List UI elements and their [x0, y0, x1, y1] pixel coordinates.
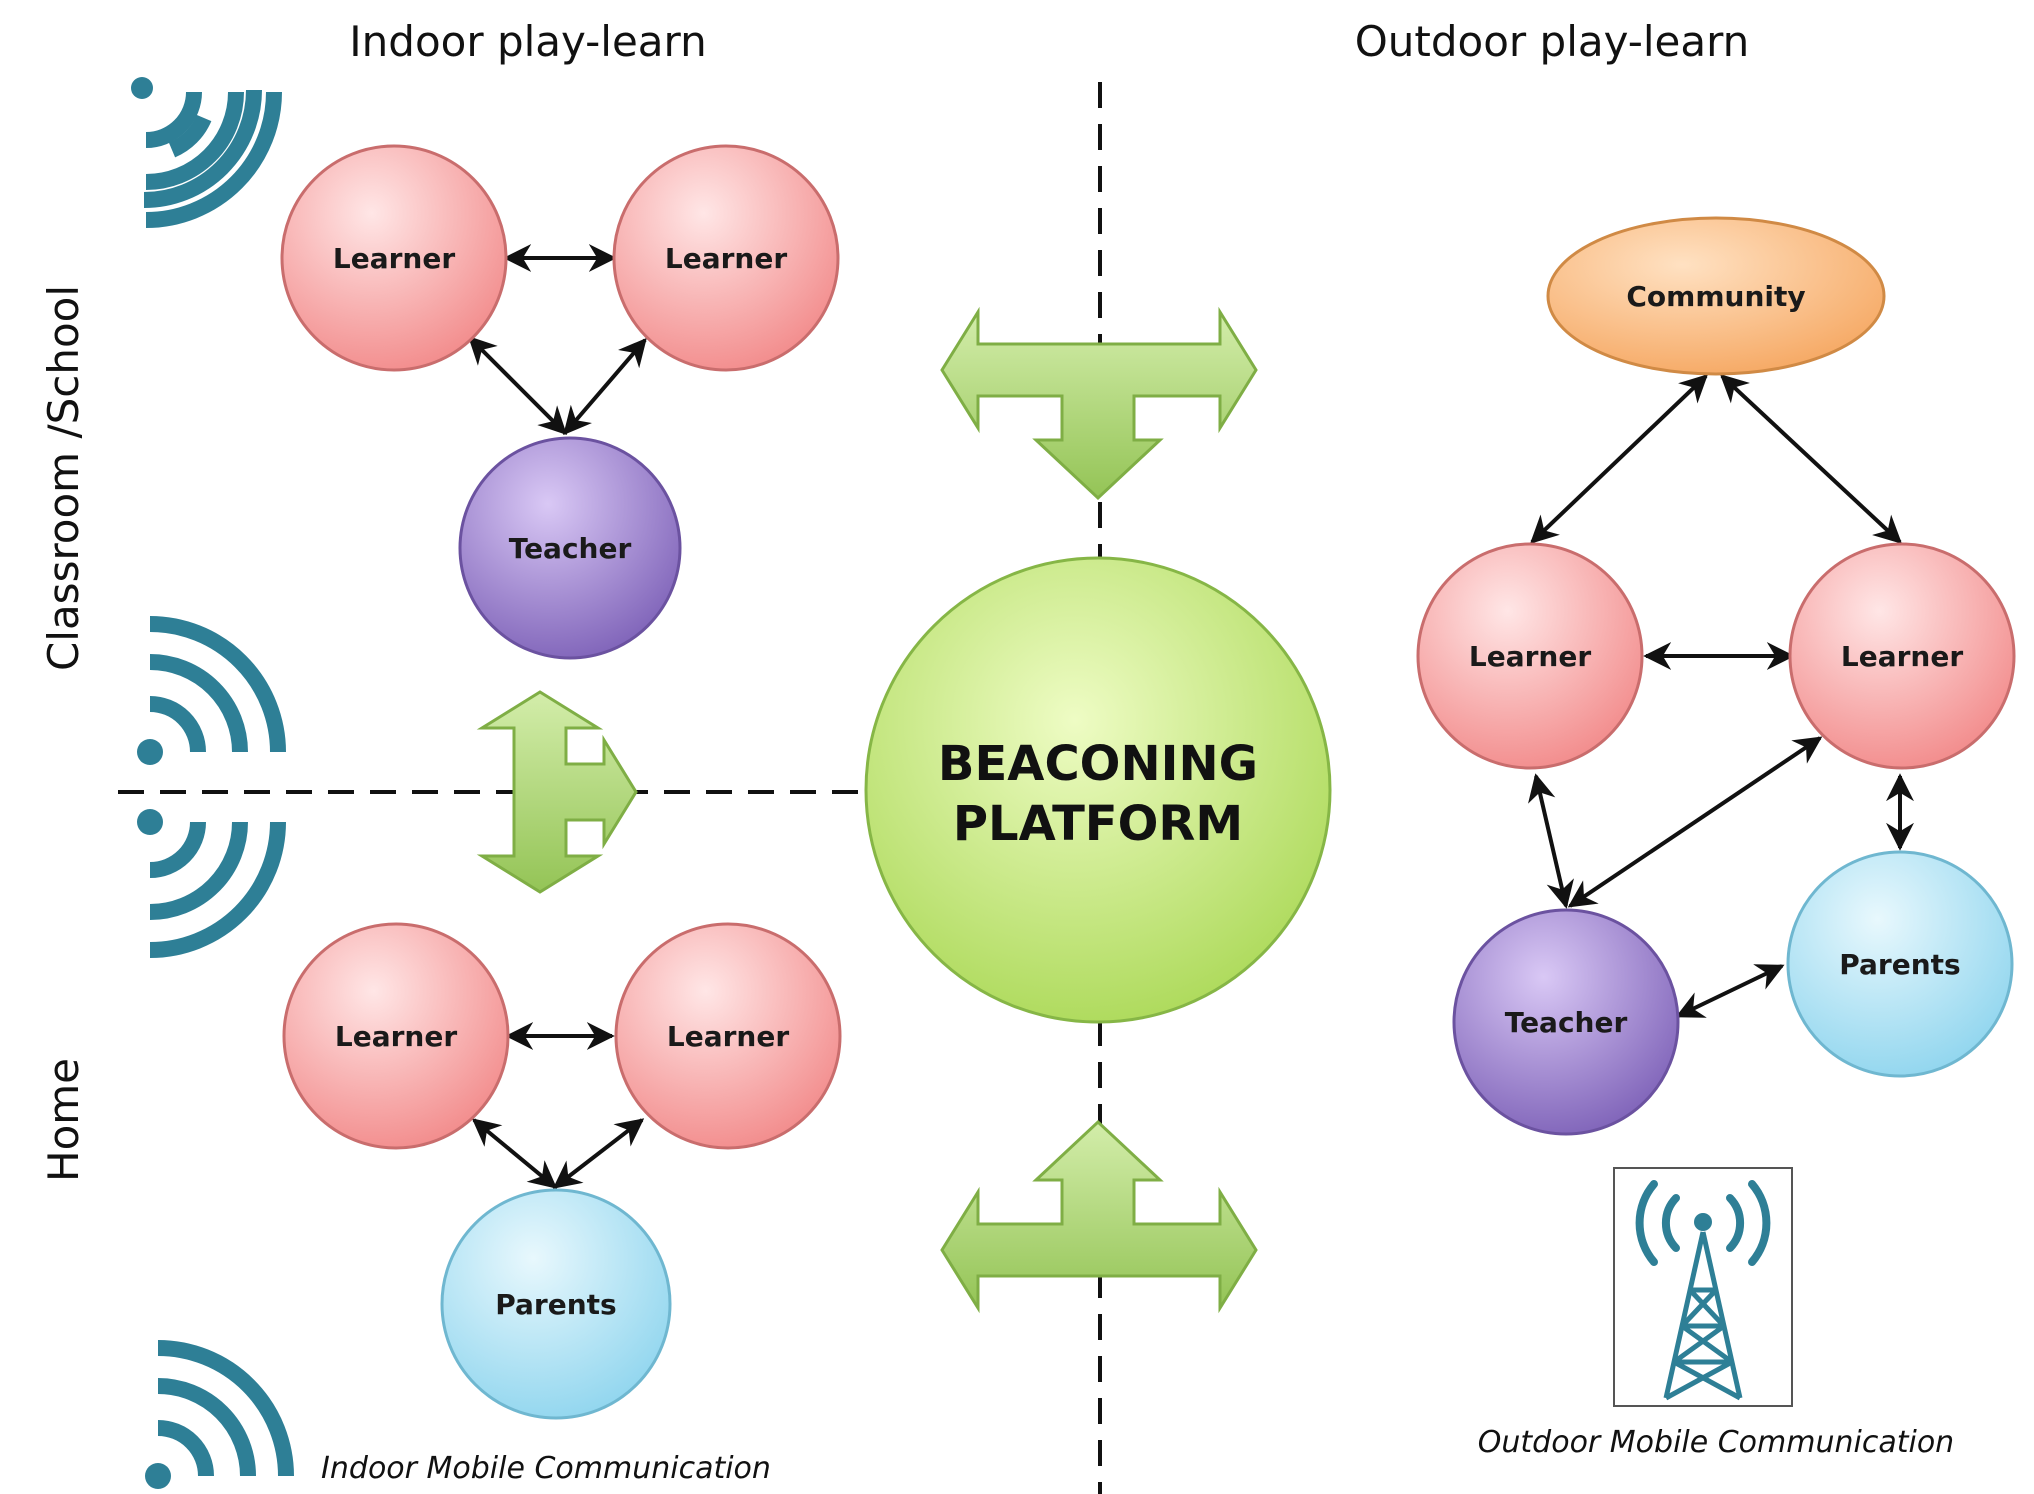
double-arrow-bottom: [940, 1119, 1258, 1314]
outdoor-learner-b: Learner: [1788, 542, 2016, 770]
node-label: Learner: [1469, 640, 1591, 673]
outdoor-caption: Outdoor Mobile Communication: [1478, 1425, 1954, 1460]
platform-line2: PLATFORM: [953, 796, 1243, 852]
home-learner-b: Learner: [614, 922, 842, 1150]
platform-line1: BEACONING: [938, 736, 1258, 792]
node-label: Learner: [1841, 640, 1963, 673]
home-learner-a: Learner: [282, 922, 510, 1150]
node-label: Parents: [1839, 948, 1960, 981]
classroom-connectors: [468, 244, 647, 436]
node-label: Learner: [335, 1020, 457, 1053]
node-label: Community: [1626, 280, 1805, 313]
outdoor-connectors: [1528, 374, 1914, 1018]
outdoor-learner-a: Learner: [1416, 542, 1644, 770]
classroom-learner-b: Learner: [612, 144, 840, 372]
node-label: Learner: [665, 242, 787, 275]
outdoor-title: Outdoor play-learn: [1355, 17, 1750, 66]
home-label: Home: [39, 1058, 88, 1182]
node-label: Teacher: [1505, 1006, 1628, 1039]
home-connectors: [471, 1022, 645, 1189]
radio-tower-icon: [1613, 1167, 1793, 1407]
indoor-title: Indoor play-learn: [349, 17, 706, 66]
outdoor-teacher: Teacher: [1452, 908, 1680, 1136]
wifi-icon: [137, 616, 286, 765]
node-label: Learner: [333, 242, 455, 275]
double-arrow-top: [940, 306, 1258, 501]
node-label: Teacher: [509, 532, 632, 565]
wifi-icon: [131, 77, 262, 208]
node-label: Learner: [667, 1020, 789, 1053]
wifi-icon: [145, 91, 282, 228]
home-parents: Parents: [440, 1188, 672, 1420]
beaconing-platform: BEACONING PLATFORM: [864, 556, 1332, 1024]
outdoor-community: Community: [1546, 216, 1886, 376]
classroom-label: Classroom /School: [39, 285, 88, 671]
outdoor-parents: Parents: [1786, 850, 2014, 1078]
node-label: Parents: [495, 1288, 616, 1321]
double-arrow-left: [476, 690, 638, 894]
classroom-teacher: Teacher: [458, 436, 682, 660]
wifi-icon: [137, 809, 286, 958]
indoor-caption: Indoor Mobile Communication: [321, 1451, 771, 1486]
classroom-learner-a: Learner: [280, 144, 508, 372]
wifi-icon: [145, 1340, 294, 1489]
